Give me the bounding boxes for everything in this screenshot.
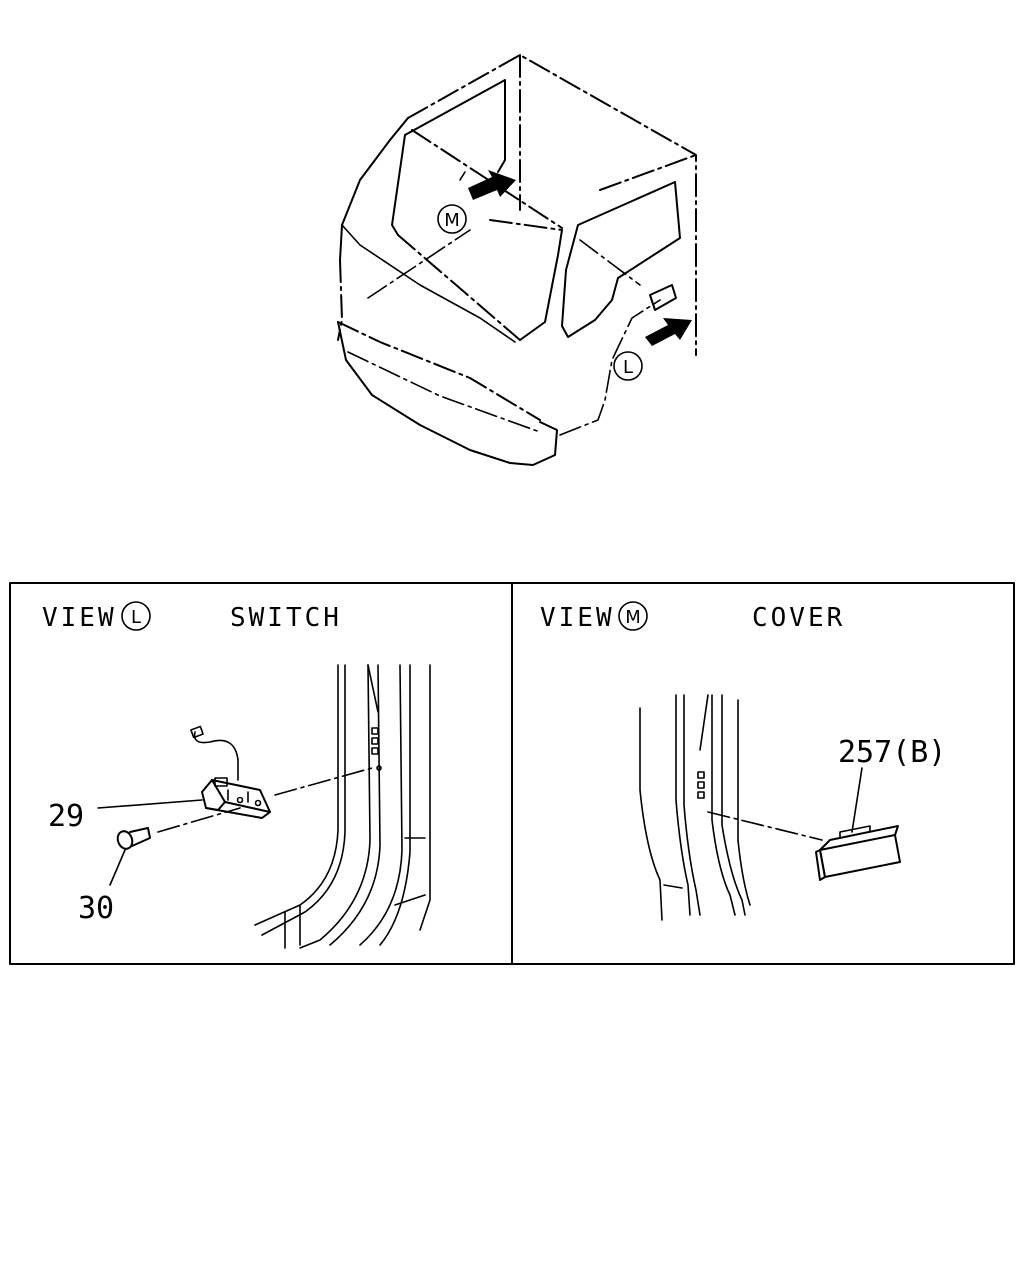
panel-view-l: VIEW L SWITCH <box>42 601 431 949</box>
callout-30: 30 <box>78 891 114 926</box>
cover-title: COVER <box>752 603 845 633</box>
marker-l: L <box>613 351 643 381</box>
cover-part <box>815 825 901 881</box>
view-m-label: VIEW <box>540 603 615 633</box>
view-m-marker: M <box>618 601 648 631</box>
panel-view-m: VIEW M COVER 257(B) <box>540 601 946 921</box>
arrow-l-icon <box>645 318 692 346</box>
marker-m: M <box>437 204 467 234</box>
detail-panels-frame <box>9 582 1015 965</box>
arrow-m-icon <box>468 170 516 200</box>
svg-text:M: M <box>444 210 460 231</box>
screw-part <box>116 827 151 850</box>
switch-part <box>190 725 271 819</box>
callout-257b: 257(B) <box>838 735 946 770</box>
switch-title: SWITCH <box>230 603 342 633</box>
truck-cab-overview: M L <box>337 54 697 466</box>
svg-text:L: L <box>623 357 633 378</box>
view-l-label: VIEW <box>42 603 117 633</box>
svg-text:L: L <box>131 607 141 628</box>
view-l-marker: L <box>121 601 151 631</box>
svg-text:M: M <box>625 607 641 628</box>
callout-29: 29 <box>48 799 84 834</box>
